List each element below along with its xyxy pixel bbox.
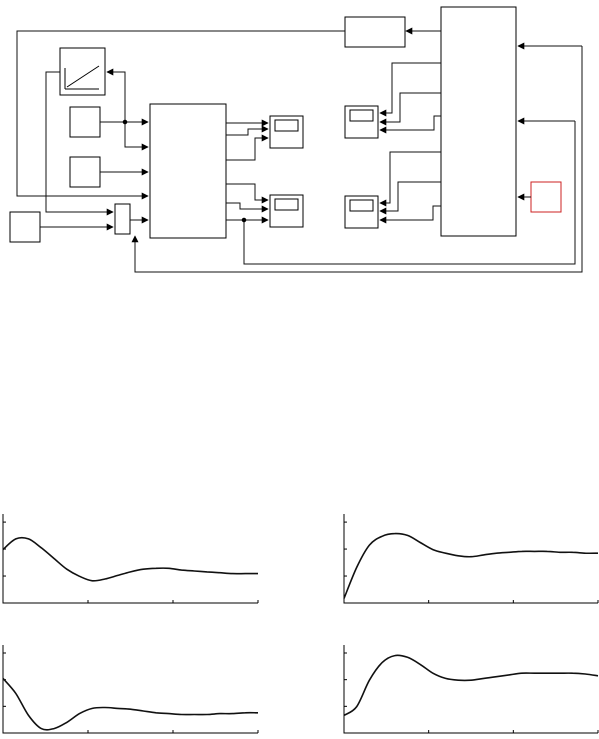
response-plot-2	[343, 514, 599, 604]
central-subsystem-block[interactable]	[149, 103, 227, 239]
response-curve	[343, 654, 599, 717]
signal-wires	[16, 27, 583, 273]
block-diagram	[9, 6, 583, 273]
scope-screen-2	[274, 198, 299, 211]
constant-block-2[interactable]	[69, 156, 101, 188]
response-curve	[2, 677, 259, 731]
response-plot-4	[343, 645, 599, 734]
plot-axes	[2, 514, 258, 604]
scope-screen-3	[349, 109, 374, 122]
left-source-block[interactable]	[9, 211, 41, 243]
plot-axes	[343, 514, 598, 604]
response-curve	[343, 532, 599, 599]
ramp-xy-graph-block[interactable]	[59, 47, 106, 96]
scope-screen-1	[274, 119, 299, 132]
plot-axes	[343, 645, 598, 734]
constant-block-1[interactable]	[69, 106, 101, 138]
top-gain-block[interactable]	[344, 16, 406, 48]
response-plot-3	[2, 645, 259, 734]
ramp-xy-graph-icon	[64, 65, 100, 90]
plot-axes	[2, 645, 258, 734]
response-plots	[2, 514, 599, 734]
response-curve	[2, 536, 258, 582]
red-source-block[interactable]	[530, 181, 562, 213]
junction-dot	[241, 217, 247, 223]
right-large-subsystem-block[interactable]	[440, 6, 517, 237]
sum-mux-block[interactable]	[114, 203, 131, 235]
junction-dot	[122, 119, 128, 125]
response-plot-1	[2, 514, 259, 604]
scope-screen-4	[349, 199, 374, 212]
